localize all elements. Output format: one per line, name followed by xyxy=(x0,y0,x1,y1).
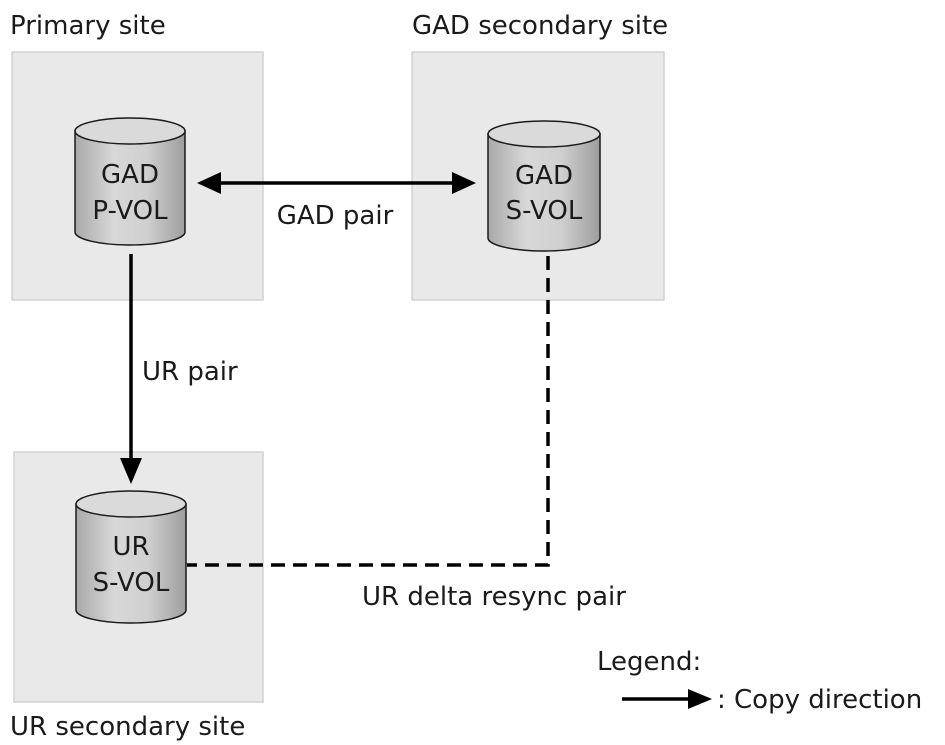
primary-site-label: Primary site xyxy=(10,11,166,41)
legend-arrow xyxy=(622,689,712,709)
ur-delta-resync-connector xyxy=(187,256,550,567)
gad-svol-line1: GAD xyxy=(515,161,573,191)
gad-secondary-site-label: GAD secondary site xyxy=(412,11,668,41)
ur-pair-label: UR pair xyxy=(142,357,238,387)
gad-pvol-cylinder: GAD P-VOL xyxy=(74,117,186,246)
ur-secondary-site-label: UR secondary site xyxy=(10,712,245,742)
gad-pvol-line2: P-VOL xyxy=(92,196,168,226)
ur-svol-line1: UR xyxy=(112,532,149,562)
gad-pair-arrow xyxy=(197,172,476,194)
gad-pair-label: GAD pair xyxy=(277,201,394,231)
gad-pvol-line1: GAD xyxy=(101,160,159,190)
legend-title: Legend: xyxy=(597,647,701,677)
gad-svol-line2: S-VOL xyxy=(506,196,583,226)
ur-svol-line2: S-VOL xyxy=(93,568,170,598)
ur-svol-cylinder: UR S-VOL xyxy=(75,490,187,624)
ur-delta-resync-label: UR delta resync pair xyxy=(362,582,626,612)
ur-pair-arrow xyxy=(120,254,142,484)
gad-svol-cylinder: GAD S-VOL xyxy=(487,120,601,252)
legend-copy-direction: : Copy direction xyxy=(717,685,922,715)
